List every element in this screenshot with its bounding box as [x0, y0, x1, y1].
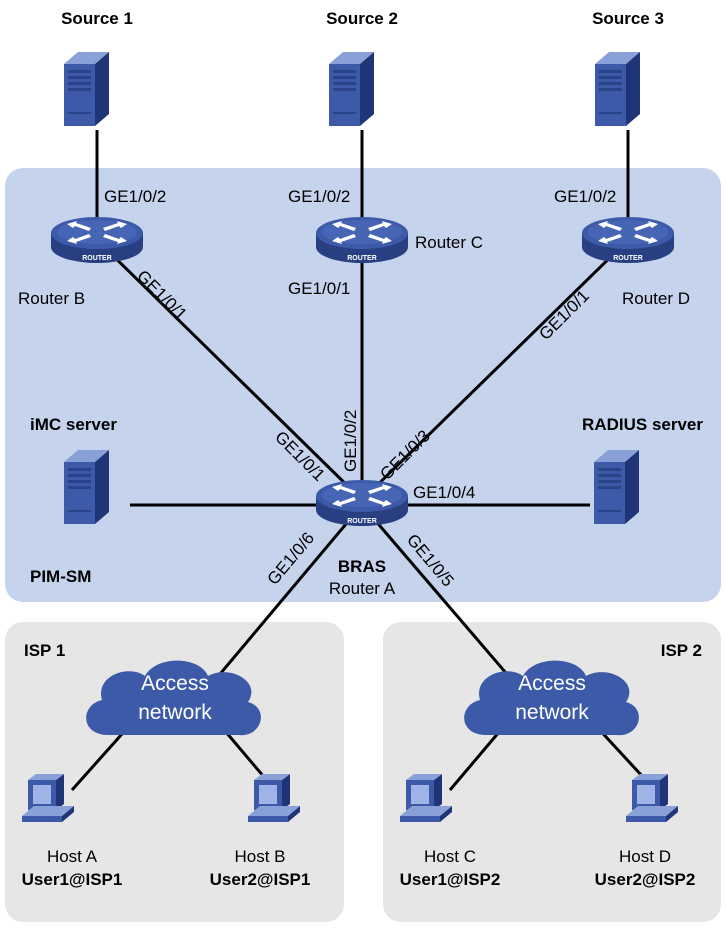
imc-server-icon — [64, 450, 109, 524]
protocol-label: PIM-SM — [30, 567, 91, 586]
router-c: ROUTER — [316, 217, 408, 263]
host-b-user: User2@ISP1 — [210, 870, 311, 889]
cloud-icon — [86, 660, 261, 736]
router-b: ROUTER — [51, 217, 143, 263]
source3-label: Source 3 — [592, 9, 664, 28]
router-badge: ROUTER — [347, 518, 377, 525]
imc-server-label: iMC server — [30, 415, 117, 434]
router-c-label: Router C — [415, 233, 483, 252]
isp2-label: ISP 2 — [661, 641, 702, 660]
isp2-zone — [383, 622, 721, 922]
link-routerb-bras — [95, 238, 364, 502]
link-cloud2-hostc — [448, 724, 507, 791]
iface-routerb-src: GE1/0/2 — [104, 187, 166, 206]
host-c-user: User1@ISP2 — [400, 870, 501, 889]
radius-server-icon — [594, 450, 639, 524]
router-d-label: Router D — [622, 289, 690, 308]
router-b-label: Router B — [18, 289, 85, 308]
isp1-access-network-cloud: Access network — [86, 660, 261, 736]
router-badge: ROUTER — [82, 255, 112, 262]
source1-server-icon — [64, 52, 109, 126]
router-badge: ROUTER — [347, 255, 377, 262]
host-b-label: Host B — [234, 847, 285, 866]
iface-bras-radius: GE1/0/4 — [413, 483, 475, 502]
link-routerd-bras — [360, 238, 630, 502]
router-a-label: Router A — [329, 579, 396, 598]
iface-routerc-src: GE1/0/2 — [288, 187, 350, 206]
iface-bras-c: GE1/0/2 — [341, 410, 360, 472]
iface-routerd-src: GE1/0/2 — [554, 187, 616, 206]
isp1-cloud-line2: network — [138, 701, 212, 724]
host-d-user: User2@ISP2 — [595, 870, 696, 889]
host-a-user: User1@ISP1 — [22, 870, 123, 889]
isp1-cloud-line1: Access — [141, 672, 209, 695]
router-badge: ROUTER — [613, 255, 643, 262]
link-cloud1-hosta — [70, 724, 132, 791]
router-d: ROUTER — [582, 217, 674, 263]
iface-routerc-up: GE1/0/1 — [288, 279, 350, 298]
link-bras-isp1 — [213, 504, 364, 681]
link-bras-isp2 — [360, 504, 514, 681]
bras-label: BRAS — [338, 557, 386, 576]
source2-server-icon — [329, 52, 374, 126]
isp1-zone — [5, 622, 344, 922]
host-d-label: Host D — [619, 847, 671, 866]
source1-label: Source 1 — [61, 9, 133, 28]
host-a-label: Host A — [47, 847, 98, 866]
isp2-cloud-line1: Access — [518, 672, 586, 695]
isp1-label: ISP 1 — [24, 641, 65, 660]
host-c-label: Host C — [424, 847, 476, 866]
isp2-access-network-cloud: Access network — [464, 660, 639, 736]
cloud-icon — [464, 660, 639, 736]
source2-label: Source 2 — [326, 9, 398, 28]
source3-server-icon — [595, 52, 640, 126]
radius-server-label: RADIUS server — [582, 415, 703, 434]
isp2-cloud-line2: network — [515, 701, 589, 724]
router-a-bras: ROUTER — [316, 480, 408, 526]
